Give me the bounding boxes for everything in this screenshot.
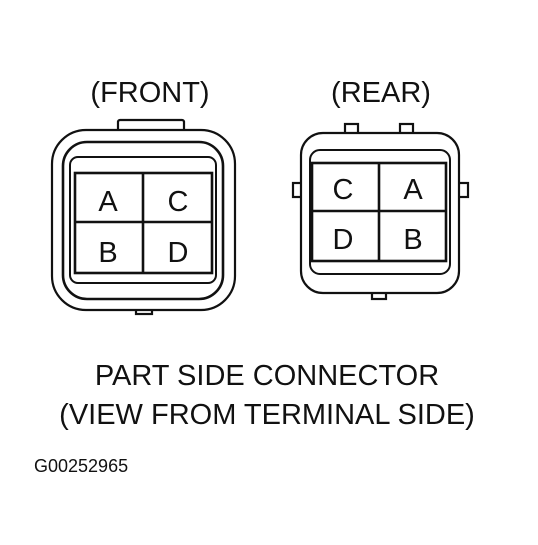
rear-cavity-d: D [333, 224, 354, 256]
rear-cavity-c: C [333, 174, 354, 206]
front-cavity-d: D [168, 237, 189, 269]
caption-line-2: (VIEW FROM TERMINAL SIDE) [59, 399, 475, 431]
front-cavity-c: C [168, 186, 189, 218]
figure-id: G00252965 [34, 456, 128, 476]
front-connector: (FRONT) A C B D [50, 77, 237, 316]
rear-cavity-b: B [403, 224, 422, 256]
front-cavity-b: B [98, 237, 117, 269]
rear-connector: (REAR) C A D B [291, 77, 470, 301]
rear-cavity-a: A [403, 174, 423, 206]
front-label: (FRONT) [90, 77, 209, 109]
rear-inner-rim [309, 149, 451, 275]
rear-label: (REAR) [331, 77, 431, 109]
caption-line-1: PART SIDE CONNECTOR [95, 360, 439, 392]
front-cavity-a: A [98, 186, 118, 218]
front-inner-shell [61, 140, 225, 301]
front-inner-rim [69, 156, 217, 284]
